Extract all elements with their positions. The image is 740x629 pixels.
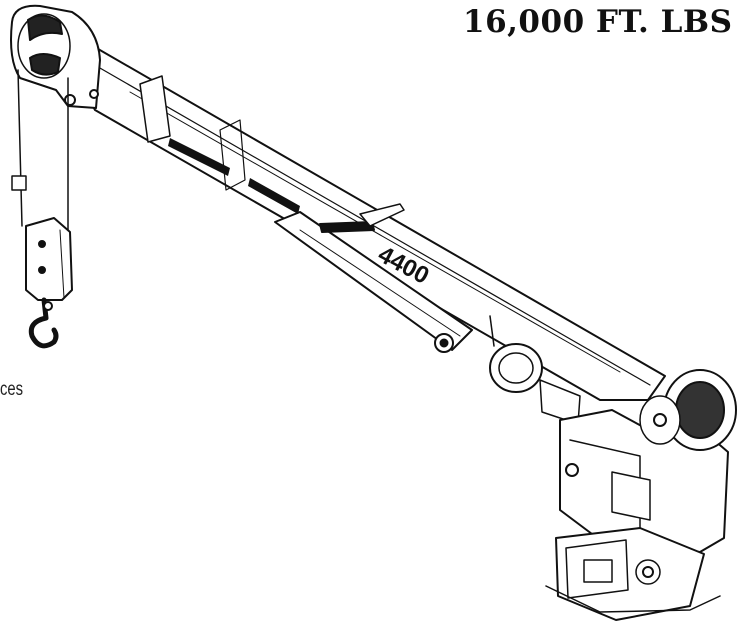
brand-mark <box>168 138 300 214</box>
hook <box>28 297 59 349</box>
cropped-side-text: ces <box>0 379 24 400</box>
capacity-headline: 16,000 FT. LBS <box>463 4 733 40</box>
hook-block <box>25 217 73 301</box>
